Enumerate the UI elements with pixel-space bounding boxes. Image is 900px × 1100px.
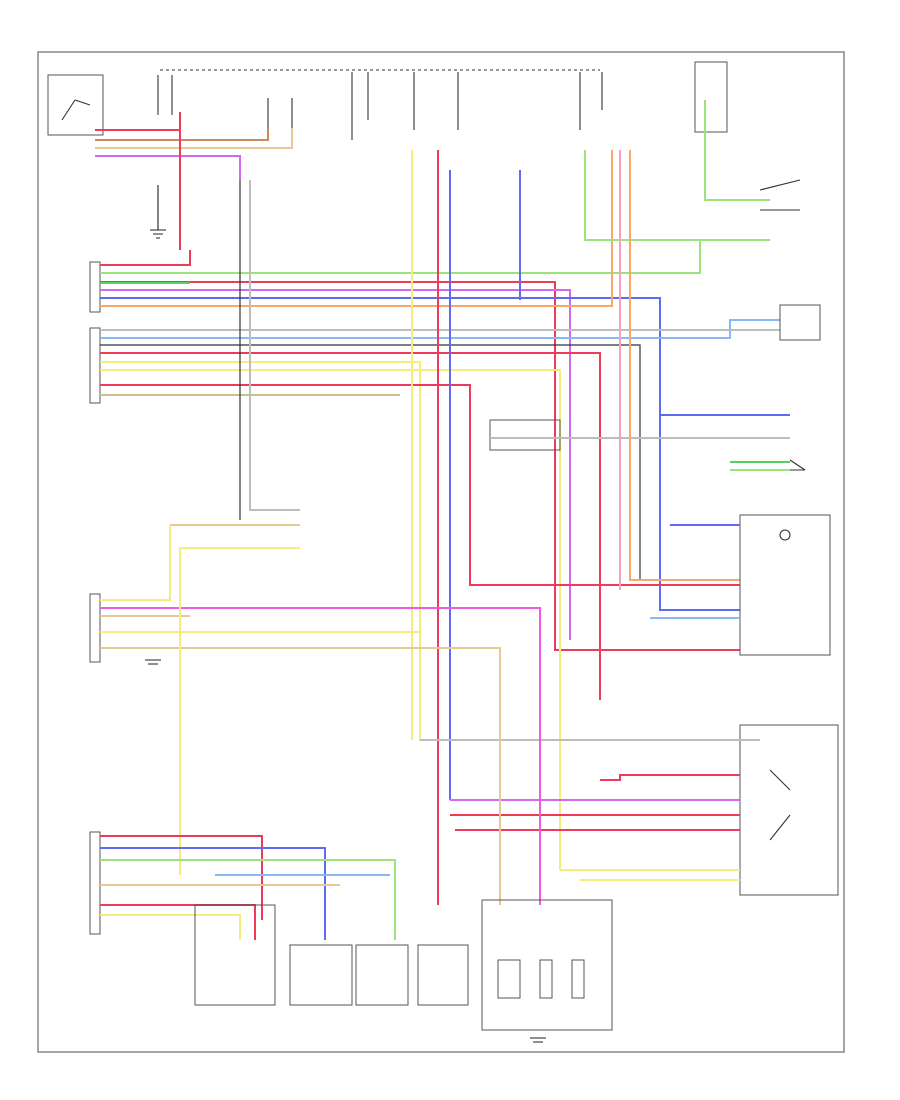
wire-brown-1 [95,128,269,141]
right-components [489,179,839,896]
wire-black-bus [100,344,641,580]
wire-harness-bottom [100,835,396,940]
wire-red-right-2 [600,774,740,781]
wire-yellow-bot-1 [100,914,241,940]
top-fuse-block [47,61,728,140]
wire-harness-mid [100,524,541,905]
wire-red-bot-1 [100,835,263,920]
wire-blue-bus-2 [100,319,780,339]
wire-red-1 [95,112,181,131]
wire-violet-1 [95,155,241,180]
wire-yellow-mid-2 [100,525,171,601]
wire-right-endings [420,414,790,881]
wire-light-green-vert [584,150,770,241]
wire-bus-main [100,150,780,870]
wire-yellow-bus-2 [100,369,561,870]
wire-red-bus-2 [100,281,740,651]
wire-tan-1 [95,128,293,149]
wire-green-vert-2 [704,100,770,201]
diagram-frame [37,51,845,1053]
wire-blue-bot-1 [100,847,326,940]
wire-violet-bus [100,289,571,640]
wire-gray-vert [249,180,300,511]
wire-orange-bus [100,150,613,307]
ground-symbols [145,229,546,1043]
wire-verticals [100,100,770,905]
wire-orange-vert [629,150,740,581]
wire-magenta-mid [100,607,541,905]
wire-blue-bus [100,297,740,611]
wire-green-bot-1 [100,859,396,940]
wire-red-bot-2 [100,904,256,940]
wire-red-bus-1 [100,250,191,266]
wire-harness-top [95,112,293,250]
wire-tan-mid-3 [100,647,501,905]
wire-red-bus-4 [100,384,740,586]
bottom-components [194,899,613,1031]
left-connector-pins [89,261,101,935]
wire-green-bus [100,239,760,274]
